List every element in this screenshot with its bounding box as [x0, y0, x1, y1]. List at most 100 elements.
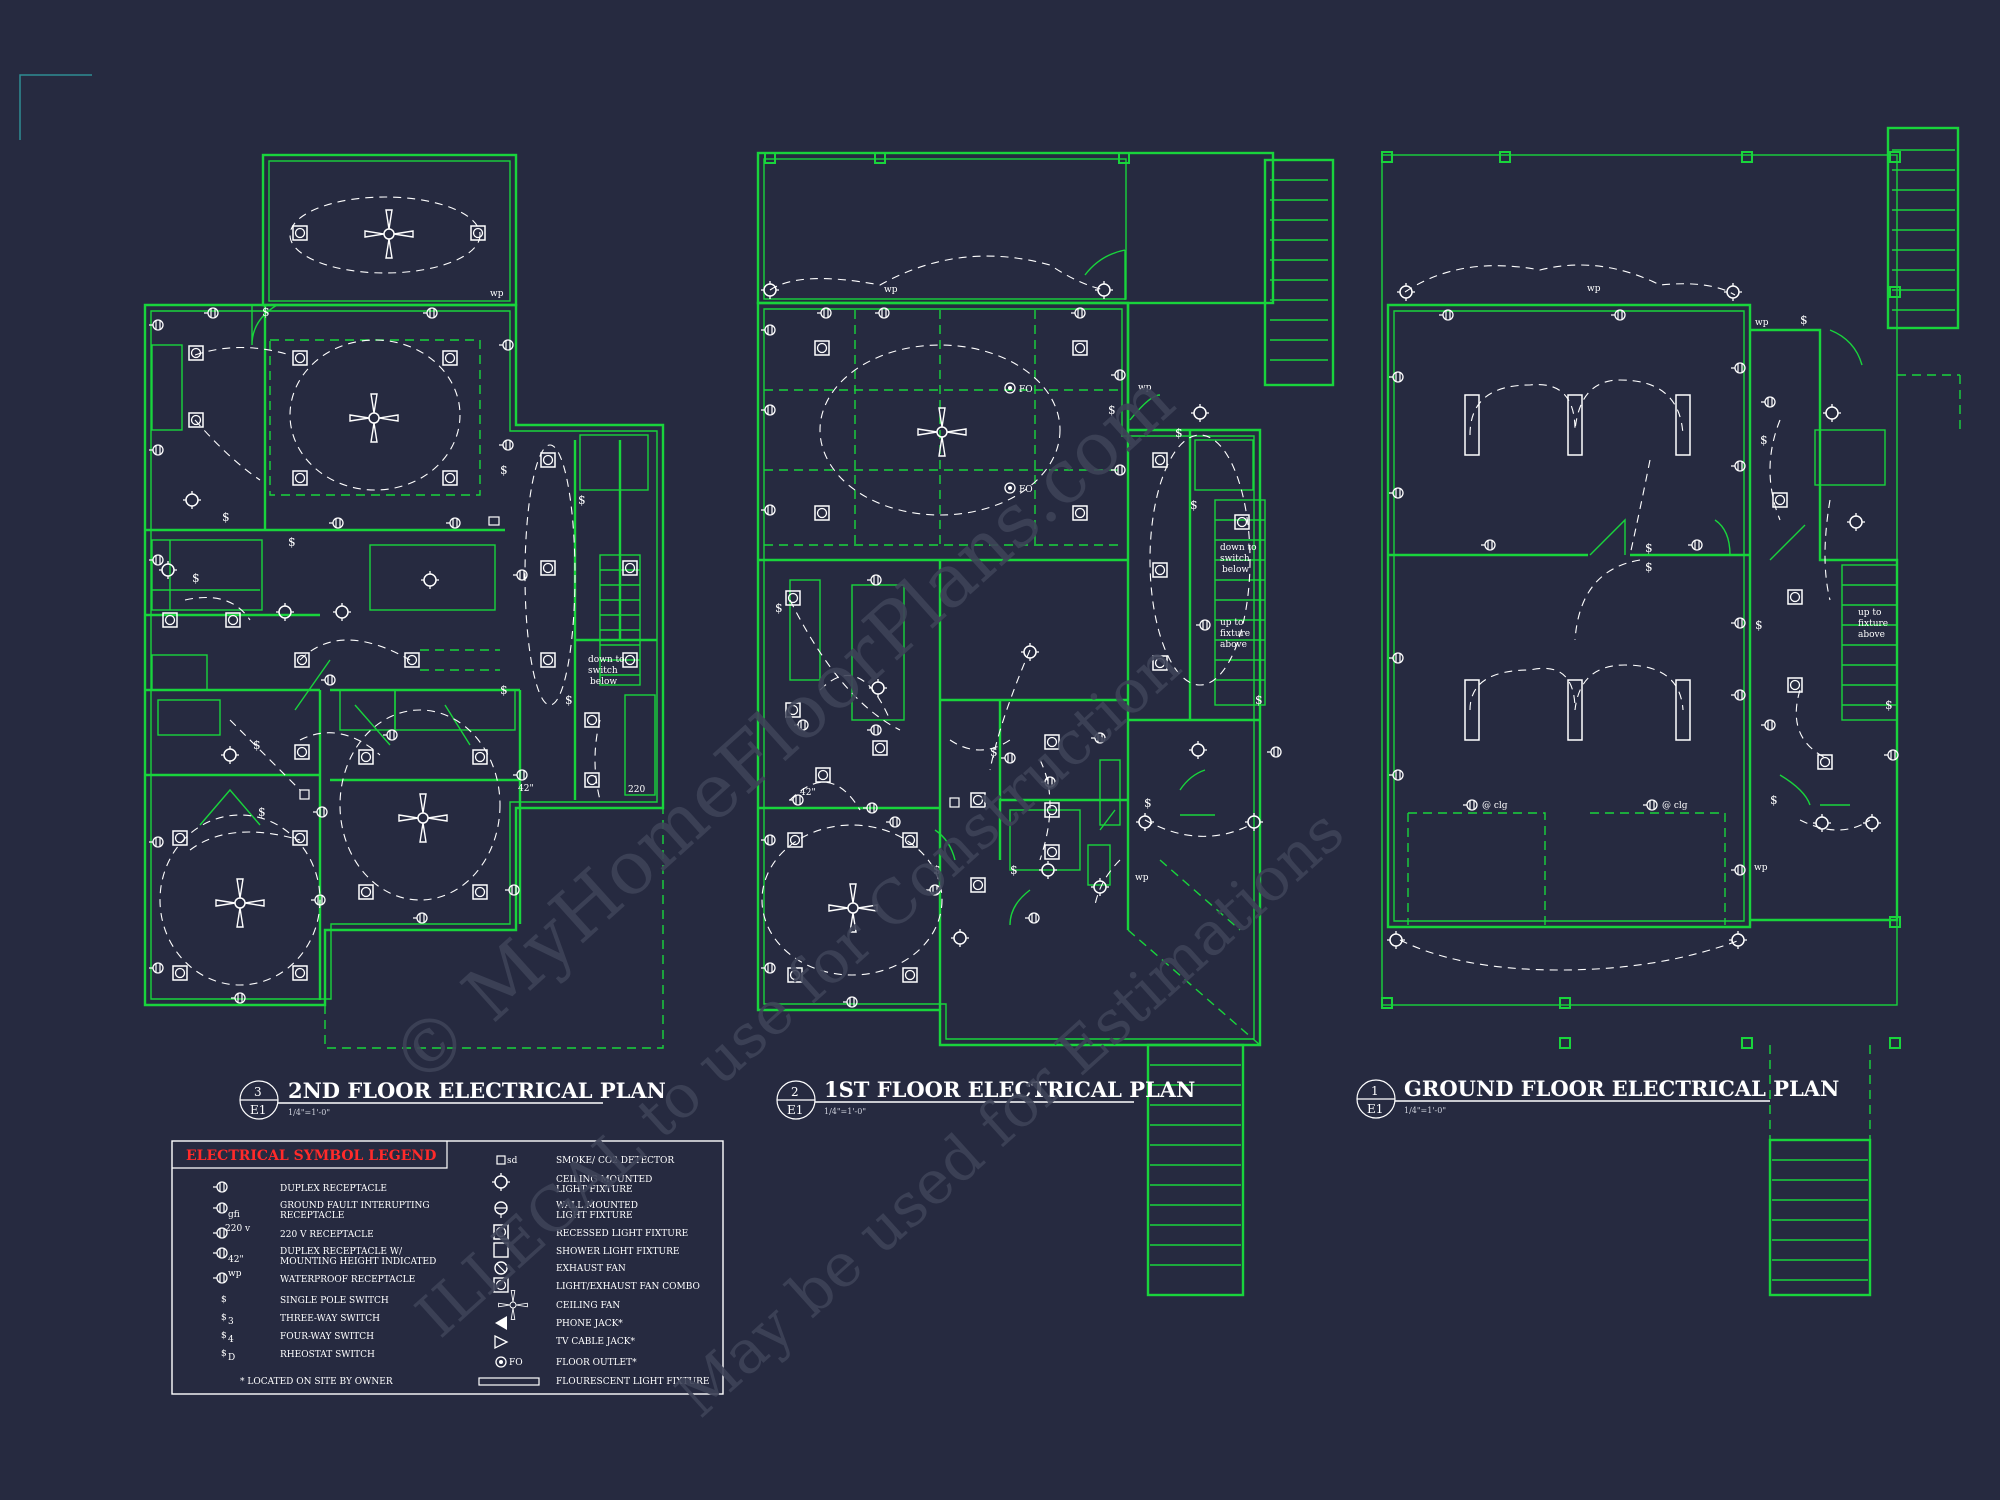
legend-label-shower: SHOWER LIGHT FIXTURE	[556, 1247, 679, 1257]
legend-fo-mark: FO	[509, 1358, 523, 1368]
second-floor-wp-note: wp	[490, 289, 504, 299]
legend-label-four-way: FOUR-WAY SWITCH	[280, 1332, 374, 1342]
first-floor-down-note-2: switch	[1220, 554, 1250, 564]
legend-label-ceiling-1: CEILING MOUNTED	[556, 1175, 652, 1185]
legend-label-ceiling-fan: CEILING FAN	[556, 1301, 620, 1311]
first-floor-wiring	[761, 255, 1251, 976]
legend-switch-d-mark: D	[228, 1353, 235, 1363]
plan-scale: 1/4"=1'-0"	[824, 1107, 866, 1116]
ground-wp-note-3: wp	[1755, 318, 1769, 328]
legend-left-labels: DUPLEX RECEPTACLE GROUND FAULT INTERUPTI…	[240, 1184, 436, 1387]
legend-label-phone: PHONE JACK*	[556, 1319, 623, 1329]
first-floor-wp-note-2: wp	[884, 285, 898, 295]
legend-title: ELECTRICAL SYMBOL LEGEND	[186, 1148, 436, 1164]
plan-title: GROUND FLOOR ELECTRICAL PLAN	[1404, 1076, 1839, 1101]
ground-floor-stair-interior	[1841, 564, 1898, 721]
first-floor-stair-top	[1263, 158, 1335, 387]
legend-label-recessed: RECESSED LIGHT FIXTURE	[556, 1229, 688, 1239]
ground-floor-plan: @ clg @ clg wp wp wp up to fixture above	[1381, 126, 1961, 1297]
second-floor-devices: wp 42" 220 down to switch below	[148, 209, 645, 1004]
legend-label-smoke: SMOKE/ CO2 DETECTOR	[556, 1156, 674, 1166]
legend-label-220: 220 V RECEPTACLE	[280, 1230, 374, 1240]
legend-wp-mark: wp	[228, 1269, 242, 1279]
legend-switch-mark-1: $	[221, 1295, 227, 1305]
legend-label-floor-outlet: FLOOR OUTLET*	[556, 1358, 637, 1368]
first-floor-stair-bottom	[1146, 1043, 1245, 1297]
second-floor-plan: wp 42" 220 down to switch below	[143, 153, 665, 1049]
first-floor-stair-interior	[1214, 499, 1266, 706]
legend-label-single-pole: SINGLE POLE SWITCH	[280, 1296, 389, 1306]
plan-title-ground-floor: 1 E1 GROUND FLOOR ELECTRICAL PLAN 1/4"=1…	[1356, 1076, 1839, 1119]
floor-outlet-note-2: FO	[1019, 485, 1033, 495]
legend-42-mark: 42"	[228, 1255, 244, 1265]
first-floor-down-note-3: below	[1222, 565, 1249, 575]
plan-number: 2	[791, 1085, 799, 1099]
legend-label-mount-2: MOUNTING HEIGHT INDICATED	[280, 1257, 436, 1267]
down-to-switch-note-3: below	[590, 677, 617, 687]
legend-label-wall-2: LIGHT FIXTURE	[556, 1211, 633, 1221]
ground-wp-note-2: wp	[1754, 863, 1768, 873]
ground-clg-note-2: @ clg	[1662, 801, 1688, 811]
plan-title-second-floor: 3 E1 2ND FLOOR ELECTRICAL PLAN 1/4"=1'-0…	[239, 1078, 666, 1120]
first-floor-wp-note-1: wp	[1138, 383, 1152, 393]
legend-switch-4-mark: 4	[228, 1335, 234, 1345]
down-to-switch-note-1: down to	[588, 655, 625, 665]
legend-switch-mark-4: $	[221, 1349, 227, 1359]
legend-switch-3-mark: 3	[228, 1317, 234, 1327]
ground-floor-devices: @ clg @ clg wp wp wp up to fixture above	[1386, 282, 1899, 950]
legend-switch-mark-2: $	[221, 1313, 227, 1323]
ground-clg-note-1: @ clg	[1482, 801, 1508, 811]
first-floor-down-note-1: down to	[1220, 543, 1257, 553]
plan-sheet: E1	[250, 1103, 266, 1117]
legend-label-three-way: THREE-WAY SWITCH	[280, 1314, 380, 1324]
legend-sd-mark: sd	[507, 1156, 518, 1166]
first-floor-wp-note-3: wp	[1135, 873, 1149, 883]
legend-switch-mark-3: $	[221, 1331, 227, 1341]
first-floor-up-note-1: up to	[1220, 618, 1243, 628]
legend-label-gfi-2: RECEPTACLE	[280, 1211, 344, 1221]
legend-gfi-mark: gfi	[228, 1210, 240, 1220]
first-floor-42-note: 42"	[800, 788, 816, 798]
ground-floor-stair-right	[1886, 126, 1960, 330]
legend-label-tv: TV CABLE JACK*	[556, 1337, 635, 1347]
legend-label-exhaust: EXHAUST FAN	[556, 1264, 626, 1274]
plan-number: 1	[1371, 1084, 1379, 1098]
legend-label-combo: LIGHT/EXHAUST FAN COMBO	[556, 1282, 700, 1292]
legend-label-rheostat: RHEOSTAT SWITCH	[280, 1350, 375, 1360]
legend-label-wp: WATERPROOF RECEPTACLE	[280, 1275, 415, 1285]
down-to-switch-note-2: switch	[588, 666, 618, 676]
legend-label-mount-1: DUPLEX RECEPTACLE W/	[280, 1247, 403, 1257]
watermark: © MyHomeFloorPlans.com ILLEGAL to use fo…	[374, 357, 1357, 1432]
plan-sheet: E1	[787, 1103, 803, 1117]
watermark-line-3: May be used for Estimations	[663, 796, 1357, 1431]
plan-title: 1ST FLOOR ELECTRICAL PLAN	[824, 1077, 1195, 1102]
plan-title: 2ND FLOOR ELECTRICAL PLAN	[288, 1078, 666, 1103]
legend-label-fluorescent: FLOURESCENT LIGHT FIXTURE	[556, 1377, 709, 1387]
legend-label-duplex: DUPLEX RECEPTACLE	[280, 1184, 387, 1194]
first-floor-devices: FO FO down to switch below up to fixture…	[760, 280, 1282, 1008]
plan-title-first-floor: 2 E1 1ST FLOOR ELECTRICAL PLAN 1/4"=1'-0…	[776, 1077, 1195, 1120]
legend-label-ceiling-2: LIGHT FIXTURE	[556, 1185, 633, 1195]
legend-right-labels: SMOKE/ CO2 DETECTOR CEILING MOUNTED LIGH…	[556, 1156, 709, 1387]
ground-up-note-1: up to	[1858, 608, 1881, 618]
second-floor-220-note: 220	[628, 785, 645, 795]
second-floor-wiring	[159, 196, 601, 986]
first-floor-plan: FO FO down to switch below up to fixture…	[756, 151, 1335, 1297]
plan-scale: 1/4"=1'-0"	[1404, 1106, 1446, 1115]
plan-sheet: E1	[1367, 1102, 1383, 1116]
plan-scale: 1/4"=1'-0"	[288, 1108, 330, 1117]
ground-floor-walls	[1381, 126, 1961, 1297]
ground-floor-wiring	[1399, 264, 1871, 971]
legend-footnote: * LOCATED ON SITE BY OWNER	[240, 1377, 393, 1387]
electrical-symbol-legend: ELECTRICAL SYMBOL LEGEND gfi 220 v 42" w…	[171, 1140, 724, 1395]
legend-220-mark: 220 v	[225, 1224, 251, 1234]
ground-wp-note-1: wp	[1587, 284, 1601, 294]
second-floor-stair	[599, 554, 641, 686]
ground-up-note-3: above	[1858, 630, 1885, 640]
ground-floor-stair-bottom	[1768, 1138, 1872, 1297]
corner-mark	[19, 74, 92, 140]
ground-up-note-2: fixture	[1858, 619, 1888, 629]
second-floor-42-note: 42"	[518, 784, 534, 794]
legend-label-wall-1: WALL MOUNTED	[556, 1201, 638, 1211]
